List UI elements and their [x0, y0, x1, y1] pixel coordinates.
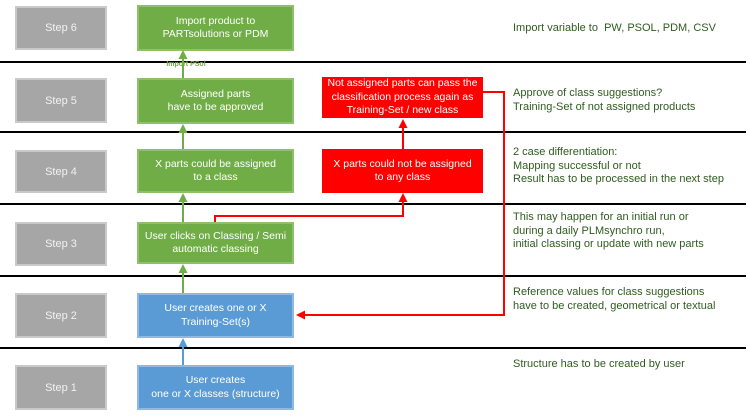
- note-step-4: 2 case differentiation: Mapping successf…: [513, 146, 724, 185]
- row-divider-2: [0, 131, 746, 133]
- step-label-1: Step 1: [15, 365, 107, 410]
- step-label-5: Step 5: [15, 78, 107, 123]
- step-label-6: Step 6: [15, 6, 107, 50]
- step-label-4: Step 4: [15, 150, 107, 193]
- note-step-5: Approve of class suggestions? Training-S…: [513, 87, 696, 113]
- box-user-classing: User clicks on Classing / Semi automatic…: [137, 222, 294, 264]
- box-training-set: User creates one or X Training-Set(s): [137, 293, 294, 338]
- blue-up-arrow-icon: [178, 338, 188, 365]
- row-divider-4: [0, 275, 746, 277]
- row-divider-5: [0, 347, 746, 349]
- box-create-classes: User creates one or X classes (structure…: [137, 365, 294, 410]
- row-divider-1: [0, 61, 746, 63]
- note-step-1: Structure has to be created by user: [513, 358, 685, 370]
- box-parts-not-assigned: X parts could not be assigned to any cla…: [322, 149, 483, 193]
- note-step-6: Import variable to PW, PSOL, PDM, CSV: [513, 22, 716, 34]
- red-arrow-icon: [214, 91, 505, 320]
- step-label-3: Step 3: [15, 222, 107, 266]
- import-psol-label: Import PSol: [166, 61, 206, 68]
- box-not-assigned-retry: Not assigned parts can pass the classifi…: [322, 77, 483, 118]
- box-parts-assigned: X parts could be assigned to a class: [137, 149, 294, 193]
- box-assigned-parts: Assigned parts have to be approved: [137, 78, 294, 124]
- step-label-2: Step 2: [15, 293, 107, 338]
- note-step-2: Reference values for class suggestions h…: [513, 286, 716, 312]
- note-step-3: This may happen for an initial run or du…: [513, 211, 704, 250]
- box-import-product: Import product to PARTsolutions or PDM: [137, 5, 294, 51]
- row-divider-3: [0, 203, 746, 205]
